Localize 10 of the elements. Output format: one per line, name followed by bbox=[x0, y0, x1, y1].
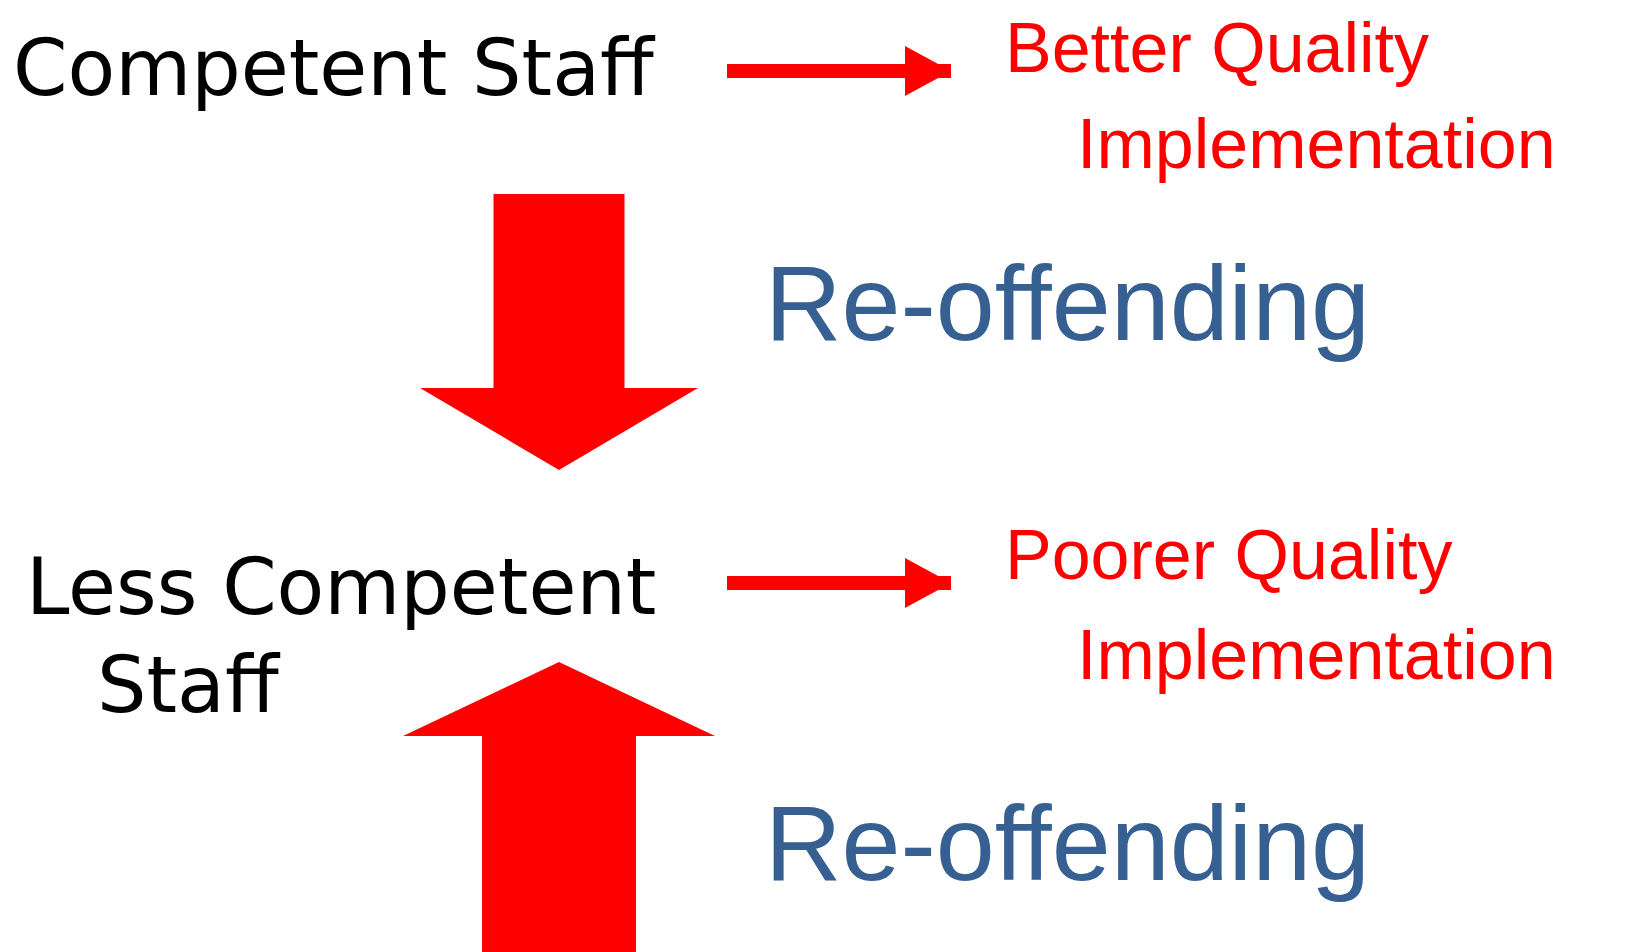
block-arrow bbox=[403, 662, 715, 952]
block-arrow bbox=[420, 194, 698, 470]
staff-text: Competent Staff bbox=[13, 21, 727, 116]
staff-text: Less Competent Staff bbox=[13, 538, 727, 734]
edge-label: Re-offending bbox=[765, 243, 1371, 364]
outcome-text: Poorer Quality Implementation bbox=[951, 505, 1641, 705]
arrow bbox=[727, 46, 951, 96]
edge-label: Re-offending bbox=[765, 783, 1371, 904]
outcome-text: Better Quality Implementation bbox=[951, 0, 1641, 192]
arrow bbox=[727, 558, 951, 608]
